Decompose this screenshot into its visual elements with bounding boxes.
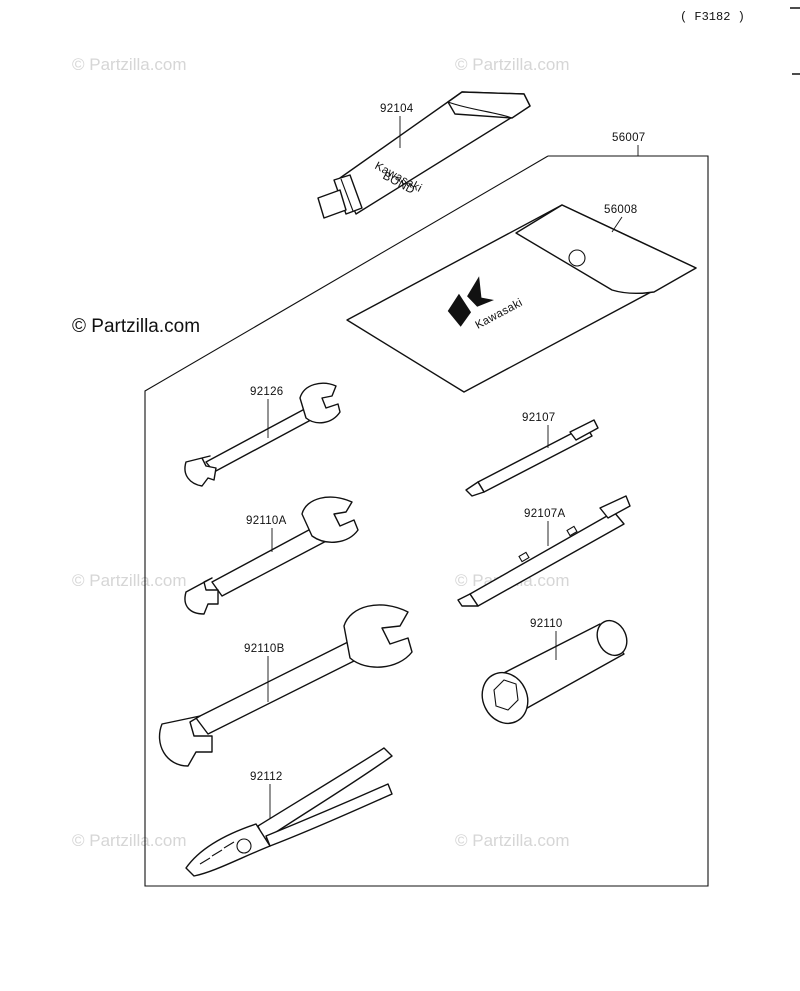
watermark-faint: © Partzilla.com (72, 571, 187, 590)
part-number-92110A: 92110A (246, 515, 287, 527)
part-number-92110B: 92110B (244, 643, 285, 655)
part-number-92110: 92110 (530, 618, 563, 630)
wrench-92110A (184, 496, 359, 615)
pliers-92112 (185, 747, 393, 877)
screwdriver-bit-92107 (465, 419, 599, 497)
watermark-faint: © Partzilla.com (455, 55, 570, 74)
tool-pouch: Kawasaki (346, 204, 697, 393)
wrench-92126 (184, 382, 341, 487)
bond-tube: Kawasaki BOND (317, 91, 531, 219)
part-number-56008: 56008 (604, 204, 637, 216)
part-number-92104: 92104 (380, 103, 414, 115)
watermark-main: © Partzilla.com (72, 316, 200, 337)
watermark-faint: © Partzilla.com (72, 55, 187, 74)
wrench-92110B (158, 604, 413, 767)
watermark-faint: © Partzilla.com (72, 831, 187, 850)
part-number-92112: 92112 (250, 771, 283, 783)
screwdriver-92107A (457, 495, 631, 607)
watermark-faint: © Partzilla.com (455, 831, 570, 850)
part-number-92107A: 92107A (524, 508, 565, 520)
part-number-92107: 92107 (522, 412, 555, 424)
page-reference: ( F3182 ) (680, 10, 745, 24)
leader-line (611, 216, 623, 233)
part-number-92126: 92126 (250, 386, 283, 398)
toolkit-outline (144, 155, 709, 887)
box-wrench-92110 (481, 619, 628, 725)
part-number-56007: 56007 (612, 132, 645, 144)
